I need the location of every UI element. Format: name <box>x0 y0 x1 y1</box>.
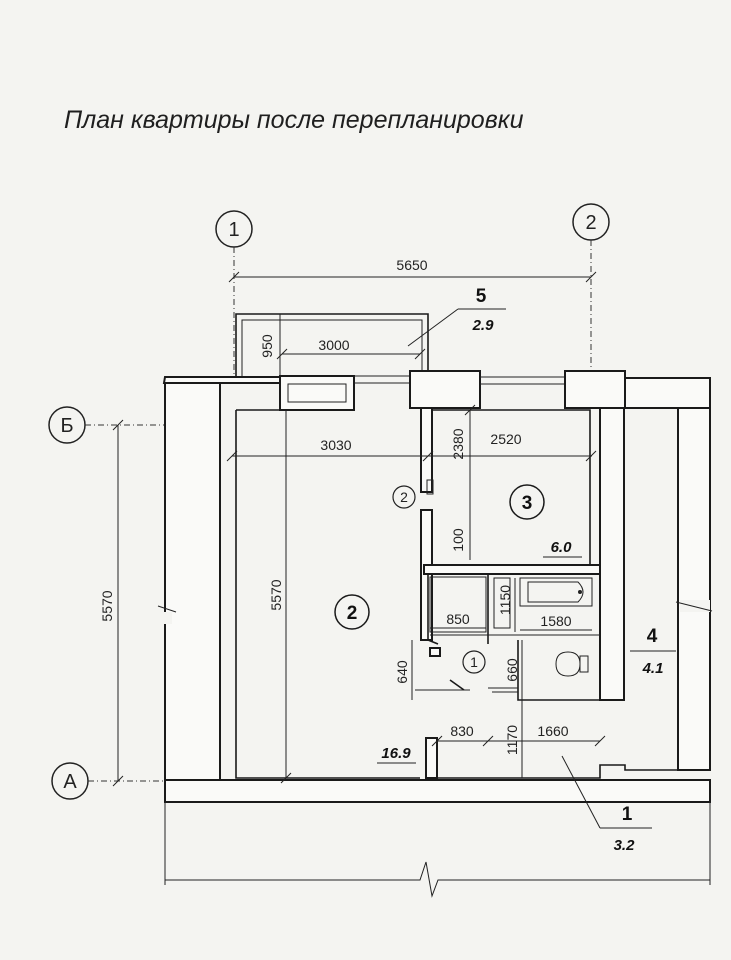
room-3-number: 3 <box>522 493 533 514</box>
axis-marker-1: 1 <box>215 210 253 248</box>
dim-2380: 2380 <box>450 428 466 459</box>
top-wall-right <box>624 377 711 409</box>
room-1-area: 3.2 <box>614 837 636 854</box>
axis-label-2: 2 <box>585 212 596 234</box>
dim-overall-5570: 5570 <box>99 590 115 621</box>
door-marker-2-label: 2 <box>400 489 408 505</box>
door-marker-2: 2 <box>392 485 416 509</box>
dim-830: 830 <box>450 723 474 739</box>
dim-row-3030-2520 <box>226 450 597 462</box>
room-4-number: 4 <box>647 626 658 647</box>
right-wall-inner <box>599 407 625 701</box>
axis-marker-2: 2 <box>572 203 610 241</box>
window-pier-mid <box>409 370 481 409</box>
bathroom-top-wall <box>423 564 601 575</box>
room-3-label: 3 <box>509 484 545 520</box>
hall-door-post <box>429 647 441 657</box>
hall-door-leaf <box>449 679 465 691</box>
axis-label-b: Б <box>60 415 73 437</box>
room-2-area: 16.9 <box>381 745 411 762</box>
axis-marker-a: А <box>51 762 89 800</box>
dim-overall-width: 5650 <box>228 257 597 283</box>
dim-2520: 2520 <box>490 431 521 447</box>
closet-850 <box>429 576 487 633</box>
dim-3000: 3000 <box>318 337 349 353</box>
room-1-number: 1 <box>622 804 633 825</box>
dim-1150: 1150 <box>497 585 513 615</box>
room-3-walls <box>432 409 591 565</box>
break-mark-right <box>675 601 713 612</box>
door-2-leaf <box>426 479 434 495</box>
hall-marker-1-label: 1 <box>470 654 478 670</box>
bathtub-frame <box>519 577 593 607</box>
bottom-exterior-wall <box>164 779 711 803</box>
room-4-area: 4.1 <box>642 660 664 677</box>
room-4-label: 4 4.1 <box>630 626 676 677</box>
window-sill-left <box>287 383 347 403</box>
room-2-label: 2 <box>334 594 370 630</box>
axis-marker-b: Б <box>48 406 86 444</box>
axis-label-a: А <box>63 771 77 793</box>
wc-walls <box>517 640 600 701</box>
balcony <box>235 313 429 376</box>
dim-room2-5570: 5570 <box>268 579 284 610</box>
dim-660: 660 <box>504 658 520 682</box>
bathtub <box>527 581 584 603</box>
dim-1660: 1660 <box>537 723 568 739</box>
room-5-area: 2.9 <box>472 317 495 334</box>
dim-3030: 3030 <box>320 437 351 453</box>
dim-100: 100 <box>450 528 466 552</box>
bottom-break-line <box>165 861 710 898</box>
dim-850: 850 <box>446 611 470 627</box>
room-5-number: 5 <box>476 286 487 307</box>
room-3-area: 6.0 <box>551 539 573 556</box>
right-wall-outer <box>677 407 711 771</box>
dim-640: 640 <box>394 660 410 684</box>
sink <box>493 577 511 629</box>
hall-bottom-wall <box>437 764 710 779</box>
plan-title: План квартиры после перепланировки <box>64 106 524 134</box>
partition-2-3-upper <box>420 407 433 493</box>
left-wall <box>164 382 221 781</box>
dim-950: 950 <box>259 334 275 358</box>
window-pier-right <box>564 370 626 409</box>
break-mark-left <box>157 605 177 613</box>
hall-marker-1: 1 <box>462 650 486 674</box>
dim-1170: 1170 <box>504 725 520 755</box>
room-5-label: 5 2.9 <box>407 286 506 347</box>
room-1-label: 1 3.2 <box>561 755 652 854</box>
toilet-icon <box>555 651 581 677</box>
room-2-number: 2 <box>347 603 358 624</box>
axis-label-1: 1 <box>228 219 239 241</box>
room-2-walls <box>235 410 420 779</box>
dim-1580: 1580 <box>540 613 571 629</box>
dim-5650: 5650 <box>396 257 427 273</box>
window-pier-left <box>279 375 355 411</box>
hall-wall-post <box>425 737 438 779</box>
